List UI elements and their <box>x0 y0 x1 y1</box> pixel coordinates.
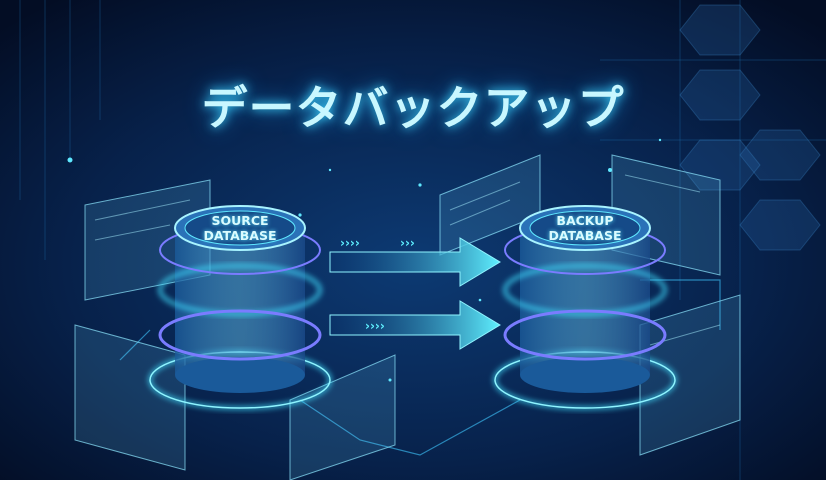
svg-text:›››: ››› <box>400 236 415 250</box>
source-label-line1: SOURCE <box>211 213 269 228</box>
transfer-arrows: ›››› ››› ›››› <box>329 236 501 350</box>
source-label-line2: DATABASE <box>203 228 277 243</box>
page-title: データバックアップ <box>201 81 625 135</box>
svg-text:››››: ›››› <box>365 319 385 333</box>
svg-text:››››: ›››› <box>340 236 360 250</box>
backup-label-line2: DATABASE <box>548 228 622 243</box>
source-database-label: SOURCE DATABASE <box>175 213 305 243</box>
backup-database-label: BACKUP DATABASE <box>520 213 650 243</box>
backup-label-line1: BACKUP <box>556 213 614 228</box>
